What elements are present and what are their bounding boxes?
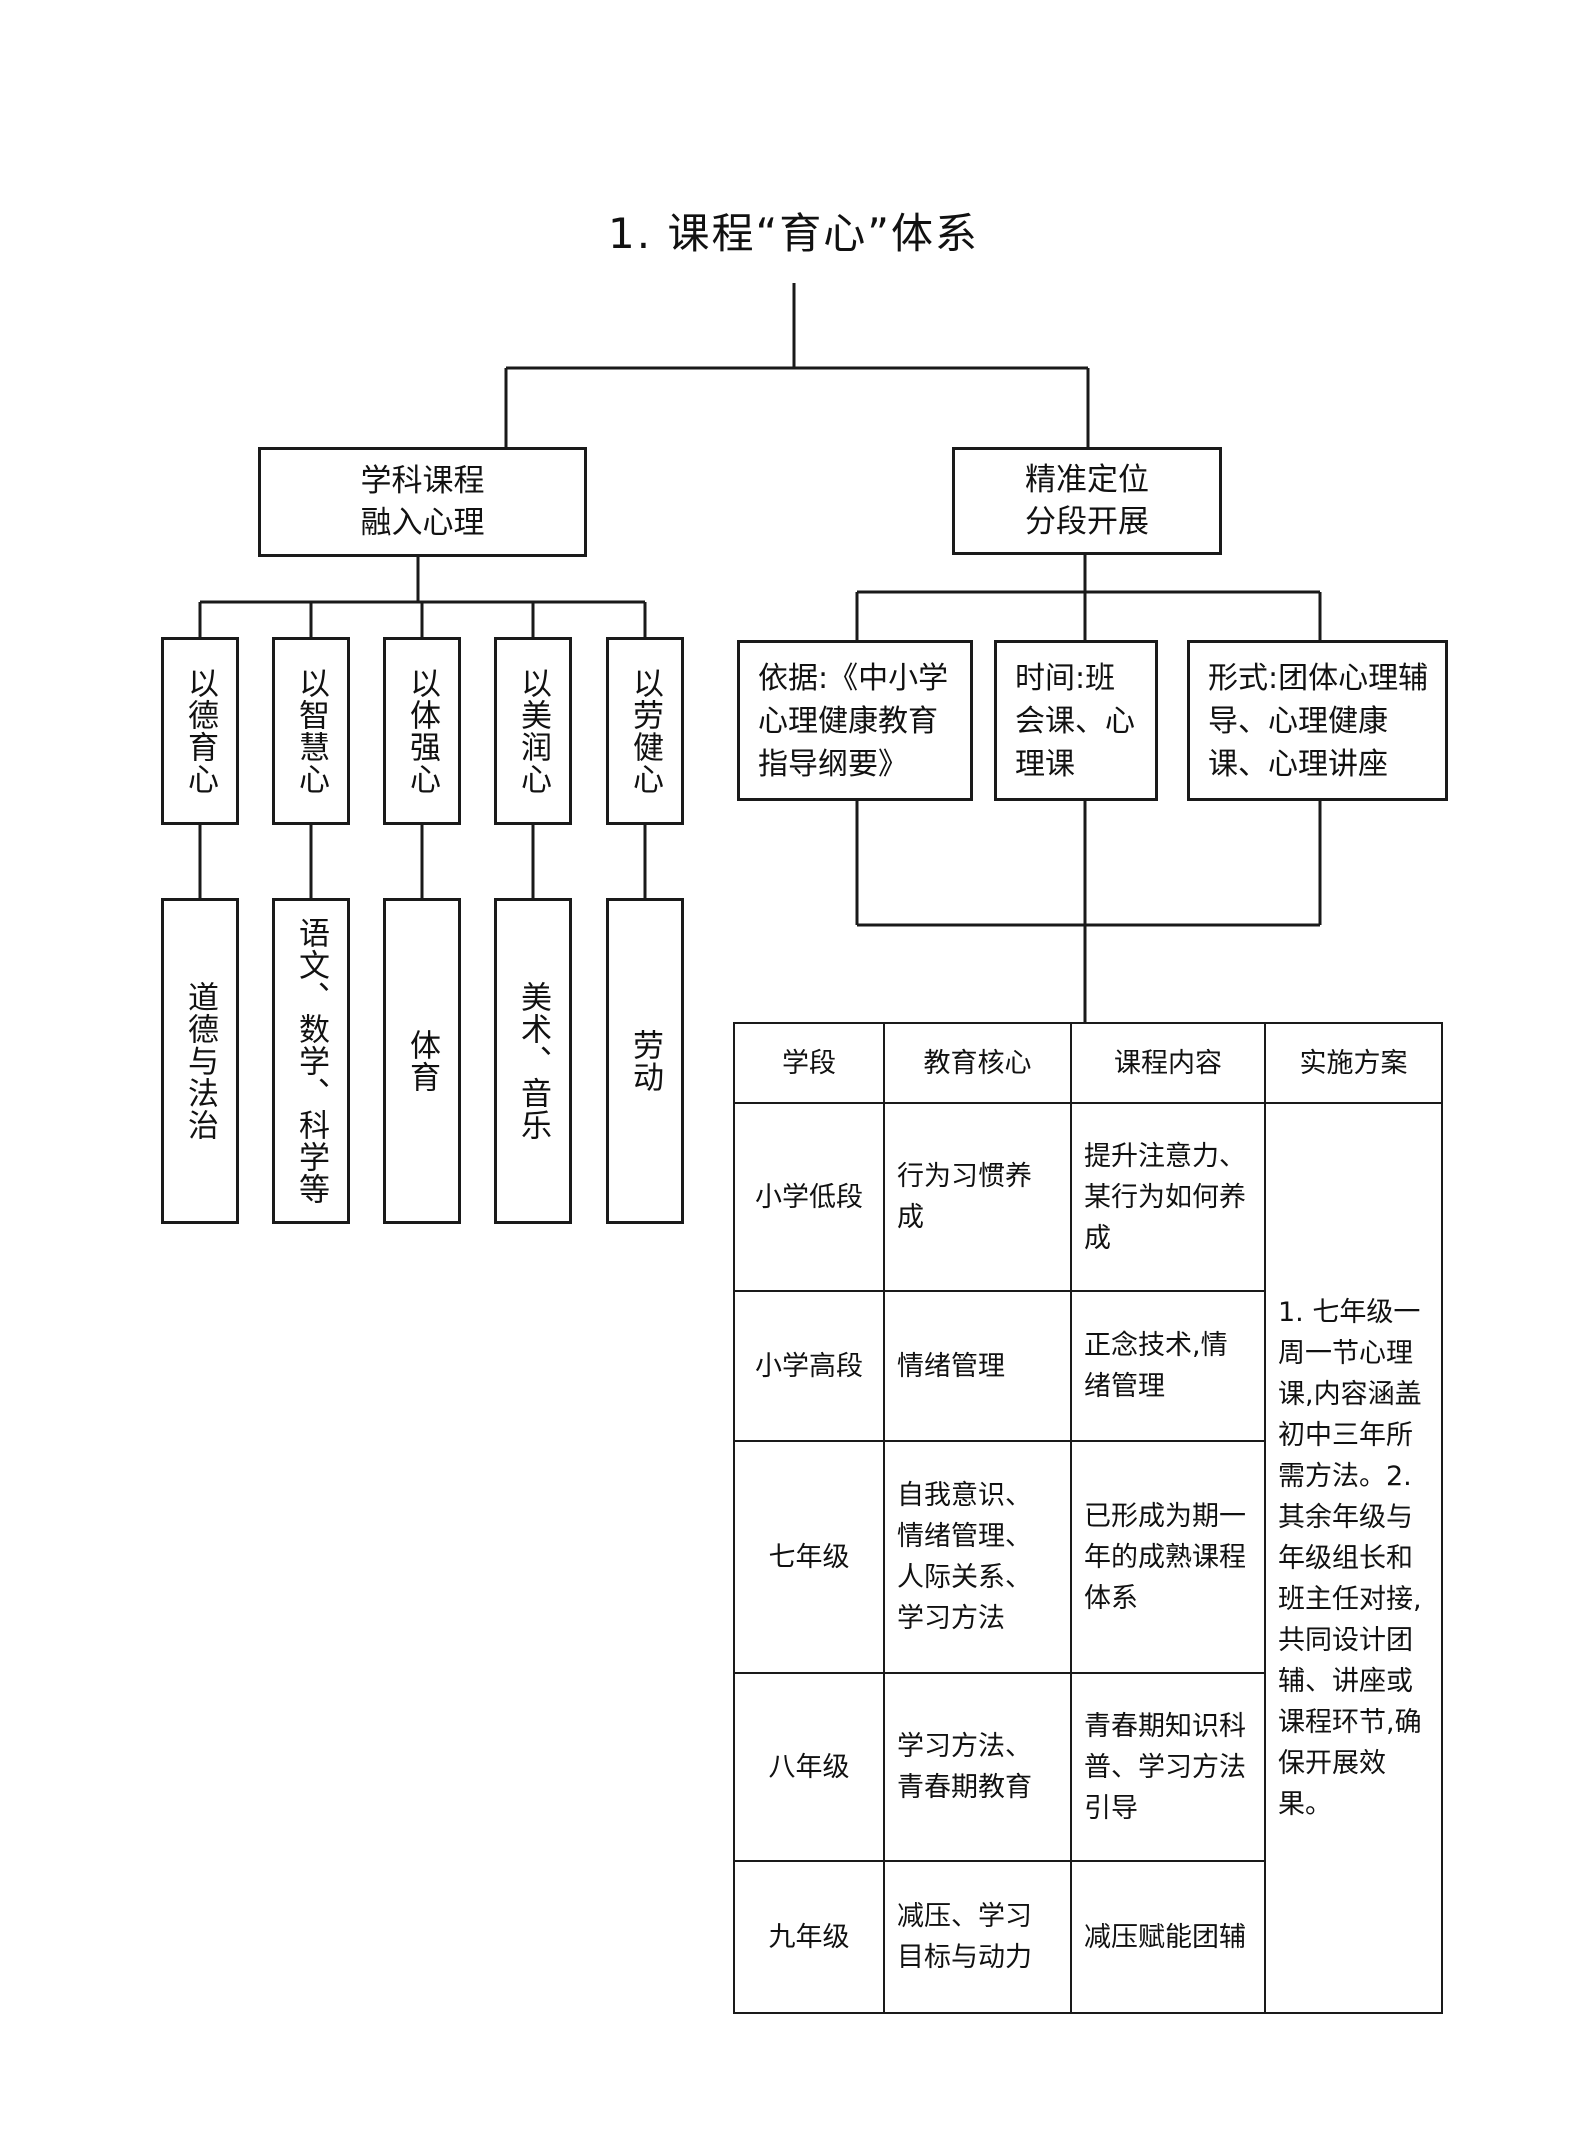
info-basis: 依据:《中小学心理健康教育指导纲要》 (737, 640, 973, 801)
branch-precise-positioning: 精准定位 分段开展 (952, 447, 1222, 555)
subject-moral-law: 道德与法治 (161, 898, 239, 1224)
stage-cell: 九年级 (733, 1860, 885, 2014)
header-stage: 学段 (733, 1022, 885, 1104)
pillar-label: 以体强心 (404, 667, 440, 795)
header-core: 教育核心 (883, 1022, 1072, 1104)
pillar-label: 以劳健心 (627, 667, 663, 795)
content-cell: 减压赋能团辅 (1070, 1860, 1266, 2014)
pillar-moral: 以德育心 (161, 637, 239, 825)
table-row: 小学低段 行为习惯养成 提升注意力、某行为如何养成 1. 七年级一周一节心理课,… (733, 1102, 1443, 2014)
diagram-title: 1. 课程“育心”体系 (608, 209, 979, 258)
core-cell: 自我意识、情绪管理、人际关系、学习方法 (883, 1440, 1072, 1674)
implementation-cell: 1. 七年级一周一节心理课,内容涵盖初中三年所需方法。2. 其余年级与年级组长和… (1264, 1102, 1443, 2014)
stage-cell: 八年级 (733, 1672, 885, 1862)
table-row: 七年级 自我意识、情绪管理、人际关系、学习方法 已形成为期一年的成熟课程体系 (733, 1440, 1442, 1674)
info-time: 时间:班会课、心理课 (994, 640, 1158, 801)
branch-subject-curriculum: 学科课程 融入心理 (258, 447, 587, 557)
subject-label: 体育 (404, 1029, 440, 1093)
header-implementation: 实施方案 (1264, 1022, 1443, 1104)
pillar-wisdom: 以智慧心 (272, 637, 350, 825)
pillar-labor: 以劳健心 (606, 637, 684, 825)
stage-plan-table: 学段 教育核心 课程内容 实施方案 小学低段 行为习惯养成 提升注意力、某行为如… (733, 1022, 1443, 2014)
header-content: 课程内容 (1070, 1022, 1266, 1104)
subject-academic: 语文、数学、科学等 (272, 898, 350, 1224)
table-row: 九年级 减压、学习目标与动力 减压赋能团辅 (733, 1860, 1442, 2014)
info-form: 形式:团体心理辅导、心理健康课、心理讲座 (1187, 640, 1448, 801)
subject-arts: 美术、音乐 (494, 898, 572, 1224)
subject-labor: 劳动 (606, 898, 684, 1224)
table-row: 八年级 学习方法、青春期教育 青春期知识科普、学习方法引导 (733, 1672, 1442, 1862)
core-cell: 减压、学习目标与动力 (883, 1860, 1072, 2014)
content-cell: 青春期知识科普、学习方法引导 (1070, 1672, 1266, 1862)
subject-label: 劳动 (627, 1029, 663, 1093)
stage-cell: 小学高段 (733, 1290, 885, 1442)
content-cell: 已形成为期一年的成熟课程体系 (1070, 1440, 1266, 1674)
subject-label: 道德与法治 (182, 981, 218, 1141)
pillar-label: 以智慧心 (293, 667, 329, 795)
core-cell: 情绪管理 (883, 1290, 1072, 1442)
pillar-physical: 以体强心 (383, 637, 461, 825)
pillar-aesthetic: 以美润心 (494, 637, 572, 825)
core-cell: 学习方法、青春期教育 (883, 1672, 1072, 1862)
stage-cell: 小学低段 (733, 1102, 885, 1292)
content-cell: 提升注意力、某行为如何养成 (1070, 1102, 1266, 1292)
pillar-label: 以德育心 (182, 667, 218, 795)
subject-pe: 体育 (383, 898, 461, 1224)
pillar-label: 以美润心 (515, 667, 551, 795)
table-row: 小学高段 情绪管理 正念技术,情绪管理 (733, 1290, 1442, 1442)
table-header-row: 学段 教育核心 课程内容 实施方案 (733, 1022, 1443, 1104)
content-cell: 正念技术,情绪管理 (1070, 1290, 1266, 1442)
core-cell: 行为习惯养成 (883, 1102, 1072, 1292)
subject-label: 美术、音乐 (515, 981, 551, 1141)
subject-label: 语文、数学、科学等 (293, 917, 329, 1205)
stage-cell: 七年级 (733, 1440, 885, 1674)
